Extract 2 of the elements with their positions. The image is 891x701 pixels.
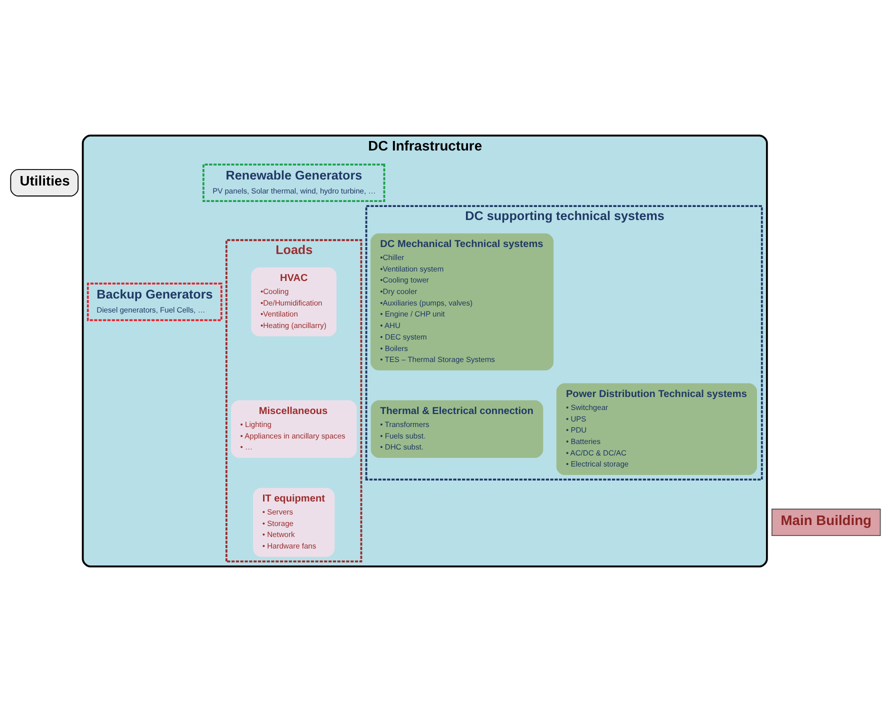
node-box: Main Building [772, 508, 881, 536]
node-box: Utilities [10, 168, 79, 196]
